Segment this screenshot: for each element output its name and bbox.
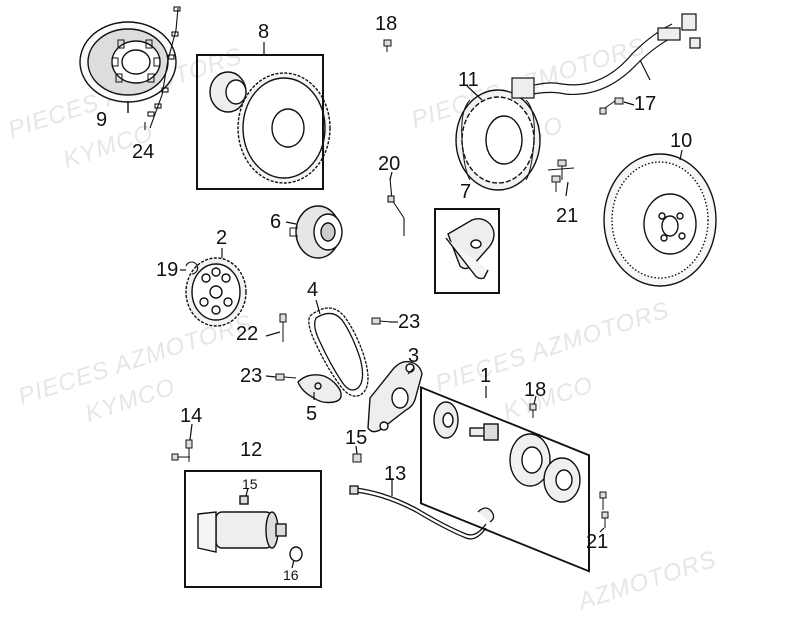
- callout-15-box: 15: [242, 476, 258, 492]
- part-2-sprocket: [185, 257, 247, 327]
- callout-23-upper: 23: [398, 311, 421, 333]
- part-18-bolt: [383, 39, 392, 52]
- part-6-one-way-clutch: [289, 205, 343, 259]
- callout-24: 24: [132, 141, 155, 163]
- part-17-screws: [599, 97, 624, 115]
- callout-16: 16: [283, 567, 299, 583]
- callout-15-right: 15: [345, 427, 368, 449]
- part-1-starter-drive-assembly: [433, 401, 581, 503]
- callout-2: 2: [216, 227, 228, 249]
- callout-12: 12: [240, 439, 263, 461]
- part-12-box: [184, 470, 322, 588]
- part-14-bolt: [171, 439, 193, 462]
- callout-20: 20: [378, 153, 401, 175]
- part-20-pin: [387, 177, 405, 236]
- part-23-bolt-lower: [275, 373, 297, 381]
- callout-13: 13: [384, 463, 407, 485]
- part-8-box: [196, 54, 324, 190]
- callout-7: 7: [460, 181, 472, 203]
- part-24-bolts: [144, 6, 181, 130]
- part-22-bolt: [279, 313, 287, 342]
- part-12-starter-motor: [197, 495, 303, 562]
- callout-5: 5: [306, 403, 318, 425]
- callout-6: 6: [270, 211, 282, 233]
- callout-22: 22: [236, 323, 259, 345]
- exploded-parts-diagram: PIECES AZMOTORS KYMCO PIECES AZMOTORS KY…: [5, 6, 720, 616]
- callout-4: 4: [307, 279, 319, 301]
- part-23-bolt-upper: [371, 317, 393, 325]
- part-10-rotor-drum: [603, 153, 717, 287]
- callout-9: 9: [96, 109, 108, 131]
- leader-lines: [180, 42, 683, 569]
- part-19-circlip: [185, 261, 199, 275]
- parts-drawing: [79, 6, 717, 569]
- part-21-bolts-lower: [599, 491, 609, 528]
- callout-21-top: 21: [556, 205, 579, 227]
- callout-8: 8: [258, 21, 270, 43]
- callout-18-lower: 18: [524, 379, 547, 401]
- part-9-flywheel-disc: [79, 21, 177, 113]
- part-8-starter-gear: [209, 71, 331, 184]
- callout-21-lower: 21: [586, 531, 609, 553]
- part-13-starter-cable: [349, 485, 495, 540]
- part-18-bolt-lower: [529, 403, 537, 418]
- part-3-tensioner-bracket: [367, 360, 423, 433]
- callout-19: 19: [156, 259, 179, 281]
- callout-14: 14: [180, 405, 203, 427]
- callout-1: 1: [480, 365, 492, 387]
- part-4-chain: [308, 307, 369, 397]
- part-11-stator: [455, 89, 541, 191]
- callout-3: 3: [408, 345, 420, 367]
- part-7-pickup-coil: [445, 217, 495, 280]
- part-15-nut: [352, 453, 362, 463]
- callout-17: 17: [634, 93, 657, 115]
- part-7-box: [434, 208, 500, 294]
- part-5-chain-guide: [297, 374, 342, 404]
- callout-18-top: 18: [375, 13, 398, 35]
- callout-11: 11: [458, 69, 479, 91]
- part-21-bolts: [547, 159, 575, 192]
- part-11-wiring-harness: [511, 13, 701, 99]
- callout-10: 10: [670, 130, 693, 152]
- callout-23-lower: 23: [240, 365, 263, 387]
